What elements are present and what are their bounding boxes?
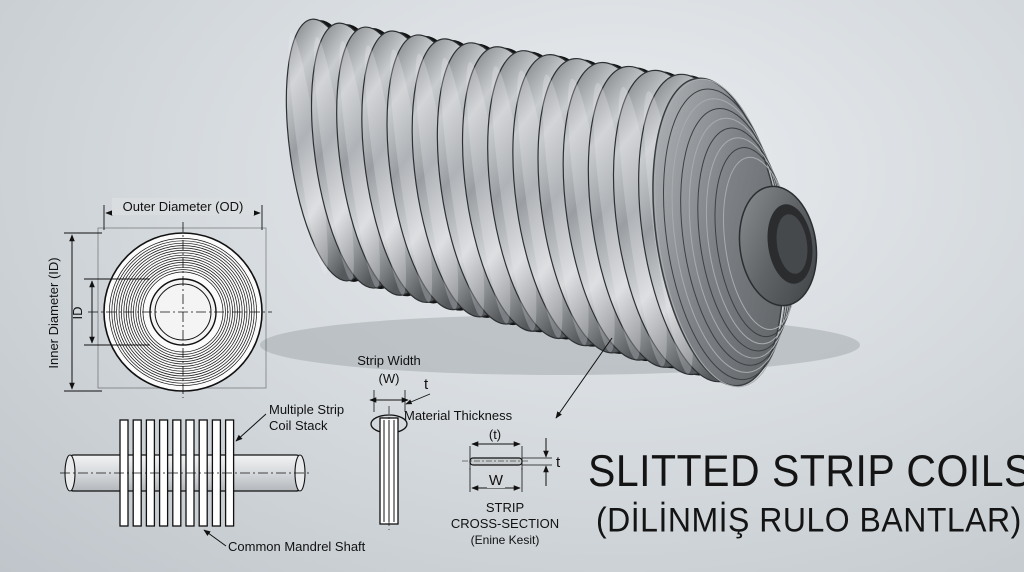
sub-title: (DİLİNMİŞ RULO BANTLAR) — [596, 500, 1022, 539]
coil-stack-label: Coil Stack — [269, 418, 328, 433]
main-title: SLITTED STRIP COILS — [588, 446, 1024, 496]
strip-width-label: Strip Width — [357, 353, 421, 368]
section-thickness-symbol: t — [556, 454, 561, 471]
coil-front-view-drawing: Outer Diameter (OD) Inner Diameter (ID) … — [46, 198, 272, 398]
thickness-symbol: t — [424, 376, 429, 393]
enine-kesit-label: (Enine Kesit) — [471, 533, 540, 547]
id-short-label: ID — [70, 307, 85, 320]
material-thickness-label: Material Thickness — [404, 408, 513, 423]
coil-side-view-drawing: Multiple Strip Coil Stack Common Mandrel… — [60, 402, 366, 554]
strip-edge-view-drawing: Strip Width (W) t — [357, 353, 431, 530]
outer-diameter-label: Outer Diameter (OD) — [123, 199, 244, 214]
strip-width-symbol: (W) — [379, 371, 400, 386]
mandrel-shaft-label: Common Mandrel Shaft — [228, 539, 366, 554]
inner-diameter-label: Inner Diameter (ID) — [46, 257, 61, 368]
strip-section-bar — [469, 457, 523, 466]
strip-cross-section-drawing: Material Thickness (t) t W STRIP CROSS-S… — [404, 337, 613, 547]
thickness-paren-label: (t) — [489, 427, 501, 442]
multiple-strip-label: Multiple Strip — [269, 402, 344, 417]
strip-label: STRIP — [486, 500, 524, 515]
cross-section-label: CROSS-SECTION — [451, 516, 559, 531]
cross-section-pointer — [555, 337, 613, 419]
coil-stack-3d — [260, 18, 860, 388]
section-width-symbol: W — [489, 472, 504, 489]
